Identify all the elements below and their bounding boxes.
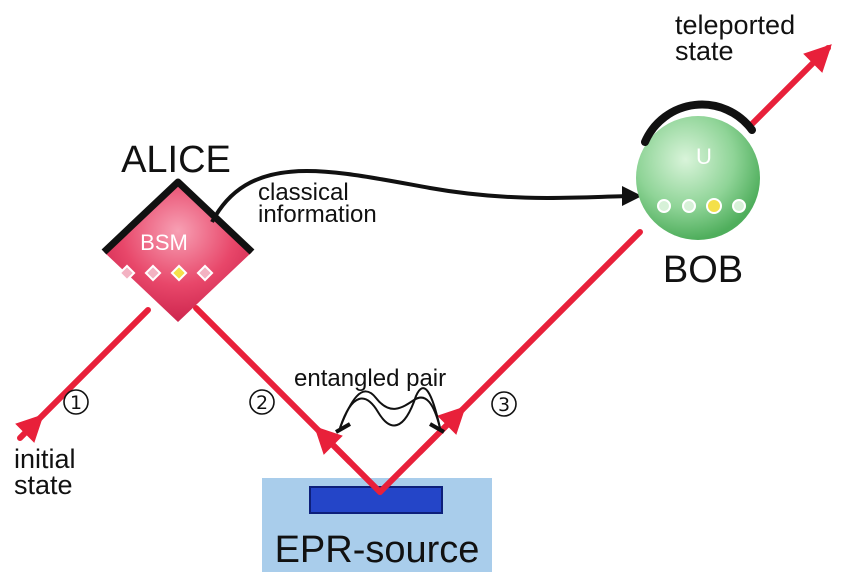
step-3-marker: 3: [491, 391, 517, 417]
step-1-number: 1: [70, 392, 82, 414]
entangled-pair-label: entangled pair: [294, 365, 446, 392]
bsm-label: BSM: [140, 230, 188, 255]
alice-indicators: [118, 264, 214, 282]
step-1-circle: [63, 389, 89, 415]
beam-1-arrow: [15, 414, 44, 443]
beam-2-arrow: [314, 426, 353, 465]
alice-indicator: [118, 264, 136, 282]
alice-label: ALICE: [121, 139, 231, 181]
alice-indicator: [196, 264, 214, 282]
alice-station: BSM ALICE: [101, 139, 255, 322]
epr-source: EPR-source: [262, 478, 492, 572]
bob-station: U BOB: [636, 100, 760, 291]
entangled-wave-a: [339, 387, 441, 429]
teleported-state-label-line1: teleported: [675, 10, 795, 40]
beam-2: [193, 305, 383, 495]
alice-detector-edge: [101, 178, 255, 255]
epr-source-label: EPR-source: [275, 529, 480, 571]
beam-teleported: [749, 44, 832, 127]
classical-channel-arrow: [210, 169, 642, 223]
photon-beams: [15, 44, 832, 495]
classical-label-line2: information: [258, 201, 377, 228]
bob-label: BOB: [663, 249, 743, 291]
entangled-wave-b: [339, 390, 441, 429]
unitary-label: U: [696, 144, 712, 169]
step-2-marker: 2: [249, 389, 275, 415]
step-3-circle: [491, 391, 517, 417]
entangled-pair: [335, 387, 445, 434]
bob-indicator-active: [706, 198, 722, 214]
bob-indicator: [732, 199, 746, 213]
bob-detector-cap: [641, 100, 756, 146]
entangled-wave-right-tip: [429, 422, 445, 434]
alice-indicator: [144, 264, 162, 282]
bob-indicator: [657, 199, 671, 213]
bob-indicators: [657, 198, 746, 214]
classical-label-line1: classical: [258, 179, 349, 206]
step-2-number: 2: [256, 392, 268, 414]
step-1-marker: 1: [63, 389, 89, 415]
alice-indicator-active: [170, 264, 188, 282]
step-2-circle: [249, 389, 275, 415]
bob-indicator: [682, 199, 696, 213]
teleported-state-label-line2: state: [675, 36, 734, 66]
step-3-number: 3: [498, 394, 510, 416]
bob-sphere: [636, 116, 760, 240]
entangled-wave-left-tip: [335, 422, 351, 434]
initial-state-label-line1: initial: [14, 444, 76, 474]
initial-state-label-line2: state: [14, 470, 73, 500]
